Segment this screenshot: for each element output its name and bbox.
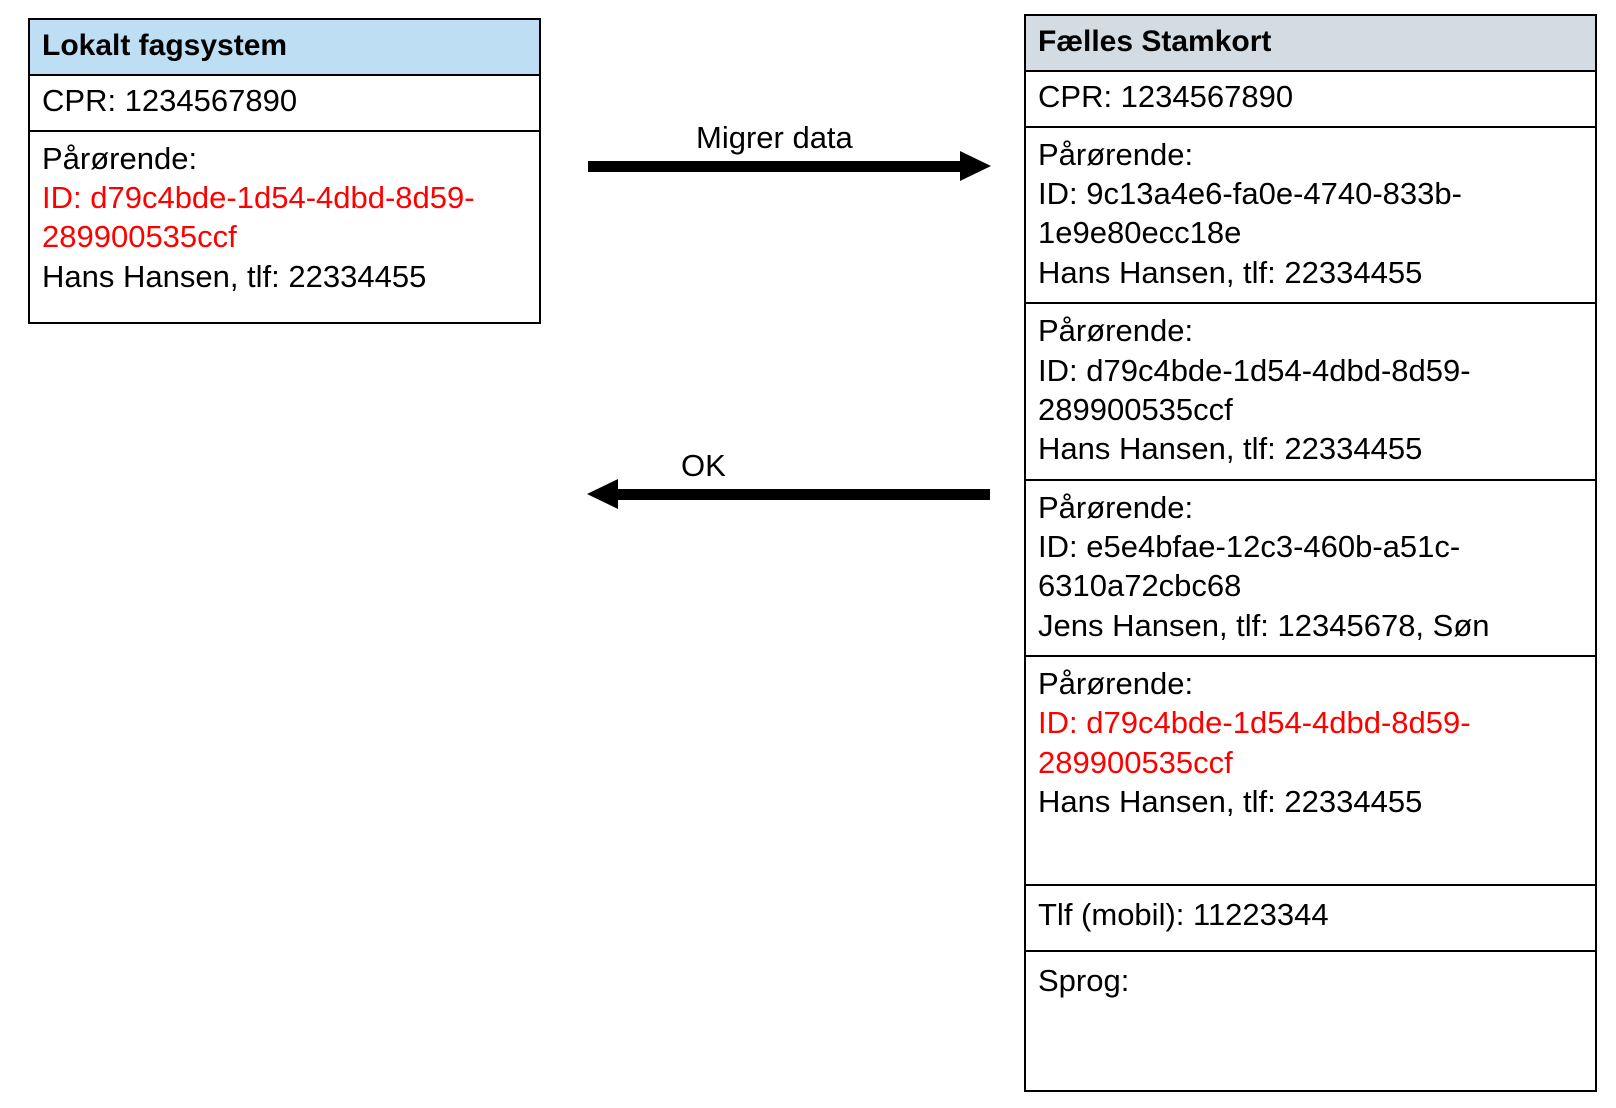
migrate-data-arrow: Migrer data xyxy=(588,122,991,181)
fsk-kin-label: Pårørende: xyxy=(1038,313,1194,349)
local-kin-row: Pårørende: ID: d79c4bde-1d54-4dbd-8d59-2… xyxy=(30,132,539,306)
ok-response-label: OK xyxy=(681,448,726,483)
fsk-kin-row-3: Pårørende: ID: e5e4bfae-12c3-460b-a51c-6… xyxy=(1026,481,1595,658)
fsk-kin-id: ID: d79c4bde-1d54-4dbd-8d59-289900535ccf xyxy=(1038,705,1471,780)
arrow-head-left-icon xyxy=(587,479,618,509)
ok-response-arrow: OK xyxy=(587,450,990,509)
local-kin-id: ID: d79c4bde-1d54-4dbd-8d59-289900535ccf xyxy=(42,180,475,255)
fsk-language-value: Sprog: xyxy=(1038,962,1130,998)
faelles-stamkort-title: Fælles Stamkort xyxy=(1026,16,1595,73)
fsk-kin-person: Jens Hansen, tlf: 12345678, Søn xyxy=(1038,607,1490,643)
fsk-kin-id: ID: e5e4bfae-12c3-460b-a51c-6310a72cbc68 xyxy=(1038,528,1461,604)
arrow-shaft xyxy=(588,161,962,172)
fsk-kin-row-2: Pårørende: ID: d79c4bde-1d54-4dbd-8d59-2… xyxy=(1026,304,1595,481)
arrow-shaft xyxy=(616,489,990,500)
fsk-kin-id: ID: 9c13a4e6-fa0e-4740-833b-1e9e80ecc18e xyxy=(1038,176,1462,251)
arrow-head-right-icon xyxy=(960,151,991,181)
local-kin-person: Hans Hansen, tlf: 22334455 xyxy=(42,258,427,294)
fsk-language-row: Sprog: xyxy=(1026,952,1595,1016)
fsk-kin-person: Hans Hansen, tlf: 22334455 xyxy=(1038,431,1423,467)
faelles-stamkort-panel: Fælles Stamkort CPR: 1234567890 Pårørend… xyxy=(1024,14,1597,1092)
local-system-panel: Lokalt fagsystem CPR: 1234567890 Pårøren… xyxy=(28,18,541,324)
fsk-kin-label: Pårørende: xyxy=(1038,489,1194,525)
fsk-mobile-value: Tlf (mobil): 11223344 xyxy=(1038,896,1329,932)
local-kin-label: Pårørende: xyxy=(42,140,198,176)
migrate-data-label: Migrer data xyxy=(696,120,853,155)
local-cpr-value: CPR: 1234567890 xyxy=(42,83,298,119)
local-system-title: Lokalt fagsystem xyxy=(30,20,539,77)
fsk-kin-label: Pårørende: xyxy=(1038,666,1194,702)
local-cpr-row: CPR: 1234567890 xyxy=(30,76,539,132)
fsk-kin-id: ID: d79c4bde-1d54-4dbd-8d59-289900535ccf xyxy=(1038,352,1471,427)
fsk-mobile-row: Tlf (mobil): 11223344 xyxy=(1026,886,1595,952)
fsk-kin-row-4: Pårørende: ID: d79c4bde-1d54-4dbd-8d59-2… xyxy=(1026,657,1595,886)
fsk-kin-person: Hans Hansen, tlf: 22334455 xyxy=(1038,784,1423,820)
fsk-kin-row-1: Pårørende: ID: 9c13a4e6-fa0e-4740-833b-1… xyxy=(1026,128,1595,305)
fsk-cpr-value: CPR: 1234567890 xyxy=(1038,79,1294,115)
fsk-kin-person: Hans Hansen, tlf: 22334455 xyxy=(1038,254,1423,290)
fsk-kin-label: Pårørende: xyxy=(1038,136,1194,172)
fsk-cpr-row: CPR: 1234567890 xyxy=(1026,72,1595,128)
